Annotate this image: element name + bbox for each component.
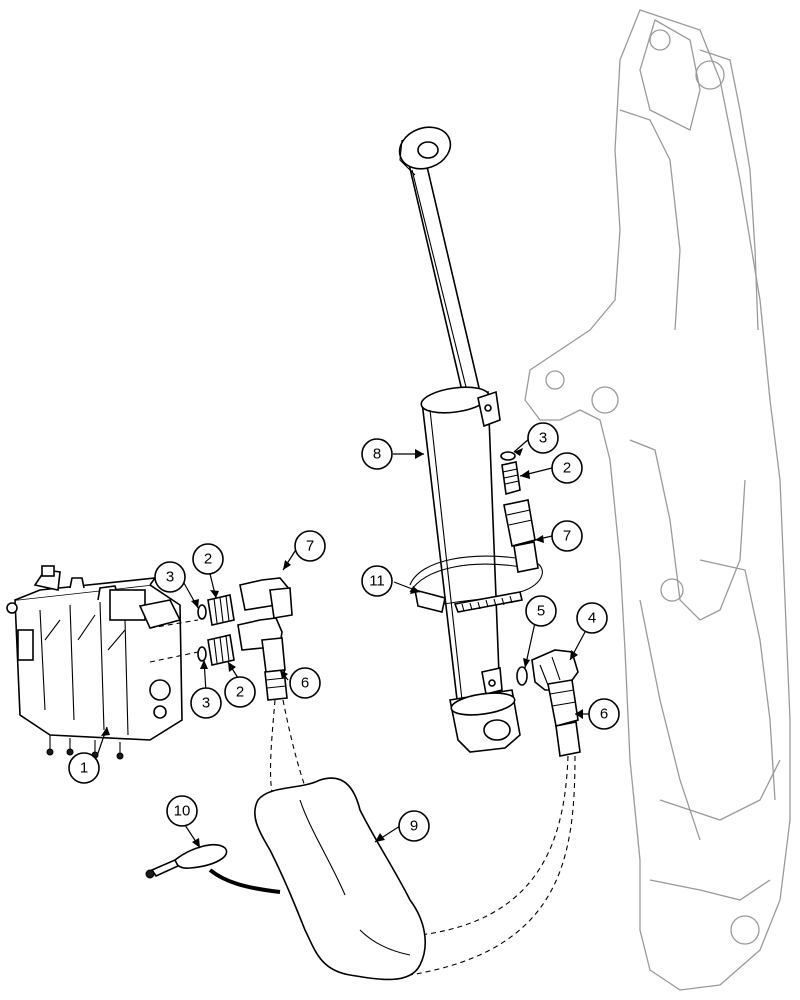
callout-2-valve-lower: 2	[224, 676, 256, 708]
callout-10: 10	[166, 795, 198, 827]
callout-9-label: 9	[410, 818, 418, 835]
leader-arrowheads	[101, 448, 583, 848]
callout-3-label: 3	[166, 569, 174, 586]
boom-arm-outline	[524, 9, 791, 991]
callout-9: 9	[398, 810, 430, 842]
hose-end-right-lower	[547, 679, 579, 727]
callout-3-valve-lower: 3	[190, 687, 222, 719]
callout-7-label: 7	[306, 538, 314, 555]
control-valve	[6, 565, 183, 760]
callout-6-label: 6	[600, 706, 608, 723]
o-ring-5	[516, 666, 528, 686]
callout-7-cylinder: 7	[551, 520, 583, 552]
callout-5-label: 5	[537, 603, 545, 620]
hose-end-valve-lower	[264, 669, 288, 701]
callout-6-valve: 6	[289, 667, 321, 699]
o-ring-valve-lower	[197, 646, 207, 662]
callout-4: 4	[576, 602, 608, 634]
adapter-valve-lower	[207, 634, 235, 666]
callout-6-cylinder: 6	[588, 698, 620, 730]
adapter-right	[501, 461, 521, 496]
callout-10-label: 10	[174, 803, 191, 820]
callout-2-label: 2	[236, 684, 244, 701]
callouts: 1 2 2 2 3 3 3 4	[68, 422, 620, 842]
o-ring-valve-upper	[197, 604, 207, 620]
callout-5: 5	[525, 595, 557, 627]
callout-3-label: 3	[202, 695, 210, 712]
valve-fittings	[149, 577, 293, 701]
callout-3-valve-upper: 3	[154, 561, 186, 593]
callout-1: 1	[68, 752, 100, 784]
callout-11-label: 11	[369, 573, 385, 590]
protective-bag	[254, 777, 426, 981]
callout-8: 8	[361, 438, 393, 470]
callout-7-label: 7	[563, 528, 571, 545]
callout-8-label: 8	[373, 446, 381, 463]
o-ring-right-upper	[500, 451, 516, 461]
callout-2-valve-upper: 2	[192, 543, 224, 575]
cylinder-fittings	[500, 451, 581, 757]
callout-6-label: 6	[301, 675, 309, 692]
callout-7-valve: 7	[294, 530, 326, 562]
callout-1-label: 1	[80, 760, 88, 777]
callout-11: 11	[361, 565, 393, 597]
callout-2-label: 2	[563, 460, 571, 477]
callout-3-label: 3	[539, 430, 547, 447]
callout-3-cylinder: 3	[527, 422, 559, 454]
adapter-valve-upper	[207, 594, 235, 626]
callout-4-label: 4	[588, 610, 596, 627]
tie-strap	[145, 844, 281, 894]
callout-2-label: 2	[204, 551, 212, 568]
hose-clamp	[409, 555, 543, 613]
hydraulic-cylinder	[398, 126, 521, 753]
callout-2-cylinder: 2	[551, 452, 583, 484]
